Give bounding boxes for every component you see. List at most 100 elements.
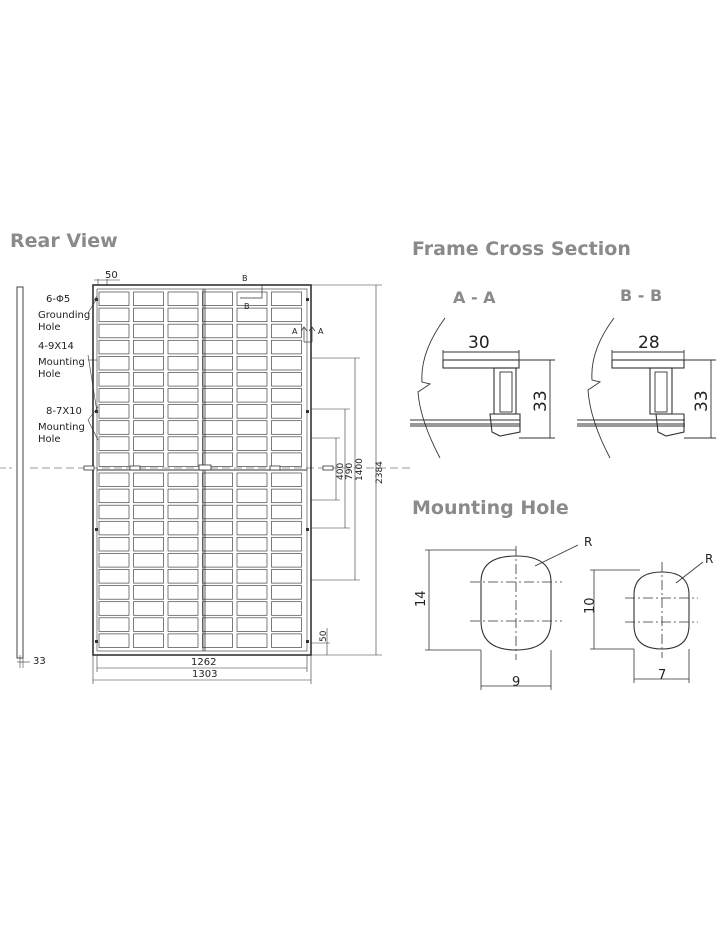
- frame-hole-markers: [95, 298, 309, 643]
- solar-cell: [236, 569, 268, 584]
- solar-cell: [98, 339, 130, 355]
- solar-cell: [236, 436, 268, 451]
- solar-cell: [202, 569, 233, 584]
- solar-cell: [167, 404, 199, 419]
- solar-cell: [271, 356, 302, 371]
- solar-cell: [271, 323, 302, 339]
- solar-cell: [133, 388, 164, 403]
- solar-cell: [167, 356, 199, 371]
- solar-cell: [167, 617, 199, 632]
- grounding-spec: 6-Φ5: [46, 294, 70, 305]
- solar-cell: [133, 553, 164, 568]
- mounting-a-label-1: Mounting: [38, 357, 85, 368]
- junction-boxes: [83, 464, 334, 471]
- solar-cell: [98, 601, 130, 616]
- solar-cell: [202, 291, 233, 306]
- frame-cross-section-heading: Frame Cross Section: [412, 238, 631, 260]
- solar-cell: [236, 307, 268, 323]
- solar-cell: [98, 472, 130, 487]
- dim-inner-width: 1262: [191, 657, 216, 668]
- solar-cell: [202, 601, 233, 616]
- section-mark-b1: B: [242, 274, 248, 283]
- mh-small-radius: R: [705, 552, 713, 566]
- solar-cell: [271, 339, 302, 355]
- mounting-b-spec: 8-7X10: [46, 406, 82, 417]
- solar-cell: [271, 553, 302, 568]
- solar-cell: [202, 307, 233, 323]
- solar-cell: [167, 488, 199, 504]
- solar-cell: [202, 436, 233, 451]
- solar-cell: [133, 585, 164, 600]
- solar-cell: [236, 404, 268, 419]
- solar-cell: [133, 356, 164, 371]
- solar-cell: [271, 488, 302, 504]
- grounding-label-2: Hole: [38, 322, 61, 333]
- solar-cell: [133, 504, 164, 520]
- mounting-b-label-1: Mounting: [38, 422, 85, 433]
- solar-cell: [202, 404, 233, 419]
- solar-cell: [271, 404, 302, 419]
- solar-cell: [167, 388, 199, 403]
- solar-cell: [167, 537, 199, 552]
- solar-cell: [202, 520, 233, 536]
- solar-cell: [98, 585, 130, 600]
- solar-cell: [98, 291, 130, 306]
- solar-cell: [202, 504, 233, 520]
- solar-cell: [202, 339, 233, 355]
- solar-cell: [271, 372, 302, 387]
- dim-1400: 1400: [355, 458, 365, 481]
- solar-cell: [133, 436, 164, 451]
- solar-cell: [98, 307, 130, 323]
- mounting-b-label-2: Hole: [38, 434, 61, 445]
- mh-small-height: 10: [583, 597, 598, 614]
- solar-cell: [167, 420, 199, 435]
- solar-cell: [98, 633, 130, 648]
- solar-cell: [98, 372, 130, 387]
- section-aa-width: 30: [468, 333, 490, 353]
- section-b-marker: [240, 284, 263, 299]
- solar-cell: [236, 452, 268, 467]
- solar-cell: [167, 452, 199, 467]
- dimension-texts: 50 1262 1303 33 50 400 790 1400 2384: [33, 270, 385, 680]
- mh-large-width: 9: [512, 675, 520, 690]
- side-profile: [0, 286, 24, 668]
- solar-cell: [236, 585, 268, 600]
- solar-cell: [98, 436, 130, 451]
- dimension-lines: [17, 279, 382, 684]
- section-aa-title: A - A: [453, 288, 496, 307]
- solar-cell: [236, 520, 268, 536]
- section-mark-b2: B: [244, 302, 250, 311]
- dim-400: 400: [336, 463, 346, 480]
- solar-cell: [167, 601, 199, 616]
- solar-cell: [133, 372, 164, 387]
- solar-cell: [167, 520, 199, 536]
- section-mark-a1: A: [292, 327, 298, 336]
- section-aa-height: 33: [531, 390, 551, 412]
- solar-cell: [271, 520, 302, 536]
- solar-cell: [133, 307, 164, 323]
- solar-cell: [167, 291, 199, 306]
- solar-cell: [236, 601, 268, 616]
- dim-outer-width: 1303: [192, 669, 217, 680]
- callout-texts: 6-Φ5 Grounding Hole 4-9X14 Mounting Hole…: [38, 294, 90, 445]
- callout-leaders: [87, 295, 99, 441]
- solar-cell: [236, 291, 268, 306]
- solar-cell: [236, 420, 268, 435]
- solar-cell: [167, 307, 199, 323]
- solar-cell: [202, 488, 233, 504]
- solar-cell: [236, 356, 268, 371]
- solar-cell: [167, 372, 199, 387]
- solar-cell: [98, 520, 130, 536]
- solar-cell: [236, 488, 268, 504]
- mounting-hole-heading: Mounting Hole: [412, 497, 569, 519]
- frame-section-bb: [577, 317, 716, 459]
- mounting-hole-small: [590, 561, 704, 683]
- solar-cell: [98, 452, 130, 467]
- solar-cell: [167, 504, 199, 520]
- solar-cell: [133, 633, 164, 648]
- solar-cell: [133, 601, 164, 616]
- solar-cell: [271, 436, 302, 451]
- dim-790: 790: [345, 463, 355, 480]
- solar-cell: [133, 537, 164, 552]
- solar-cell: [133, 472, 164, 487]
